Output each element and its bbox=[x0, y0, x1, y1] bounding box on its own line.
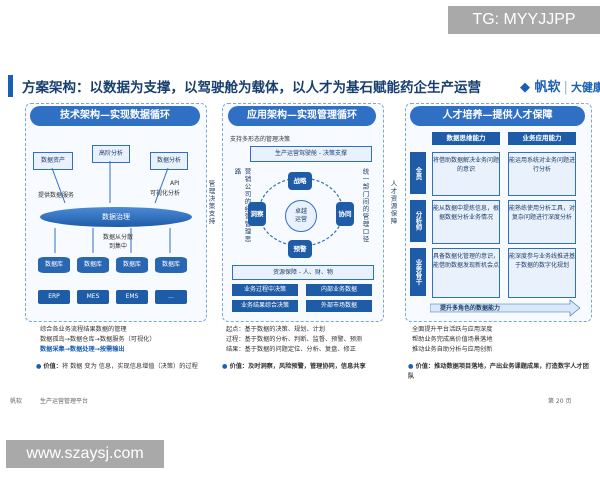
footer-page: 第 20 页 bbox=[548, 398, 572, 405]
source-erp: ERP bbox=[38, 290, 70, 304]
source-ems: EMS bbox=[116, 290, 148, 304]
layer-label: 数据从分散 到集中 bbox=[102, 234, 133, 250]
app-top-note: 支持多形态的管理决策 bbox=[230, 136, 291, 143]
talent-notes: 全面提升平台活跃与应用深度 帮助业务完成高价值场景落地 推动业务自助分析与应用创… bbox=[412, 325, 592, 355]
app-notes: 起点：基于数据的决策、规划、计划 过程：基于数据的分析、判断、监督、预警、预测 … bbox=[226, 325, 396, 355]
talent-note: 推动业务自助分析与应用创新 bbox=[412, 346, 493, 353]
talent-panel-head: 人才培养—提供人才保障 bbox=[410, 106, 585, 126]
node-insight: 洞察 bbox=[248, 202, 266, 226]
value-text: 推动数据项目落地，产出业务课题成果，打造数字人才团队 bbox=[408, 363, 589, 380]
node-excellence: 卓越 运营 bbox=[285, 200, 317, 232]
row-label-all-staff: 全员 bbox=[410, 152, 426, 194]
cell-all-thinking: 将借助数据解决业务问题的意识 bbox=[432, 152, 500, 196]
advanced-analysis-box: 高阶分析 bbox=[92, 145, 130, 163]
footer: 帆软 生产运营管理平台 第 20 页 bbox=[0, 396, 600, 410]
value-text: 将 数据 变为 信息，实现信息增值（决策）的过程 bbox=[61, 363, 198, 370]
app-note: 过程：基于数据的分析、判断、监督、预警、预测 bbox=[226, 336, 363, 343]
value-text: 及时洞察，风险预警，管理协同，信息共享 bbox=[248, 363, 366, 370]
footer-program: 生产运营管理平台 bbox=[40, 398, 89, 405]
internal-data: 内部业务数据 bbox=[306, 284, 372, 296]
node-strategy: 战略 bbox=[288, 172, 312, 190]
provide-data-label: 提供数据服务 bbox=[38, 192, 75, 199]
tech-panel-head: 技术架构—实现数据循环 bbox=[30, 106, 200, 126]
arrow-line bbox=[154, 167, 169, 204]
capability-arrow-label: 提升多角色的数据能力 bbox=[440, 305, 501, 312]
tech-note: 综合各业务流程结果数据的管理 bbox=[40, 326, 127, 333]
tech-note: 数据采集→数据处理→按需输出 bbox=[40, 346, 125, 353]
hub-label: 数据治理 bbox=[102, 213, 130, 221]
logo-brand: 帆软 bbox=[534, 80, 561, 95]
col-head-application: 业务应用能力 bbox=[508, 132, 576, 145]
brand-logo: ◆ 帆软|大健康 bbox=[520, 76, 600, 95]
arrow-line bbox=[51, 167, 66, 204]
page-title: 方案架构：以数据为支撑，以驾驶舱为载体，以人才为基石赋能药企生产运营 bbox=[22, 80, 481, 96]
api-label: API bbox=[170, 180, 180, 187]
excellence-label: 卓越 运营 bbox=[294, 208, 307, 223]
capability-arrow bbox=[430, 299, 580, 317]
viz-label: 可视化分析 bbox=[150, 190, 181, 197]
cell-backbone-thinking: 具备数据化管理的意识，能借助数据发现新机会点 bbox=[432, 248, 500, 298]
data-analysis-box: 数据分析 bbox=[150, 152, 188, 170]
app-right-vertical: 统一部门间的管理口径 bbox=[361, 168, 369, 243]
database-1: 数据库 bbox=[38, 257, 70, 273]
col-head-thinking: 数据思维能力 bbox=[432, 132, 500, 145]
cell-analyst-application: 能熟练使用分析工具，对复杂问题进行深度分析 bbox=[508, 200, 576, 244]
tech-notes: 综合各业务流程结果数据的管理 数据孤岛→数据仓库→数据服务（可视化） 数据采集→… bbox=[40, 325, 210, 355]
title-accent bbox=[8, 75, 13, 97]
talent-value: 价值：推动数据项目落地，产出业务课题成果，打造数字人才团队 bbox=[408, 362, 593, 382]
logo-partner: 大健康 bbox=[570, 81, 600, 94]
talent-note: 帮助业务完成高价值场景落地 bbox=[412, 336, 493, 343]
external-data: 外部市场数据 bbox=[306, 300, 372, 312]
footer-brand: 帆软 bbox=[10, 398, 23, 405]
node-collaboration: 协同 bbox=[336, 202, 354, 226]
app-left-vertical: 营销公司的经营管理思路 bbox=[233, 168, 251, 243]
app-panel-head: 应用架构—实现管理循环 bbox=[228, 106, 376, 126]
tech-arrows bbox=[51, 161, 171, 253]
data-governance-hub: 数据治理 bbox=[40, 207, 192, 227]
logo-divider: | bbox=[563, 80, 568, 95]
decision-in-process: 业务过程中决策 bbox=[232, 284, 298, 296]
app-note: 起点：基于数据的决策、规划、计划 bbox=[226, 326, 325, 333]
cell-analyst-thinking: 能从数据中提炼信息，根据数据分析业务情况 bbox=[432, 200, 500, 244]
logo-icon: ◆ bbox=[520, 80, 530, 95]
row-label-analyst: 分析师 bbox=[410, 200, 426, 242]
watermark-url: www.szaysj.com bbox=[6, 440, 164, 468]
value-prefix: 价值： bbox=[415, 363, 435, 370]
app-value: 价值：及时洞察，风险预警，管理协同，信息共享 bbox=[222, 362, 392, 372]
talent-side-label: 人才资源保障 bbox=[389, 180, 397, 225]
resource-bar: 资源保障 - 人、财、物 bbox=[232, 265, 374, 280]
value-prefix: 价值： bbox=[229, 363, 249, 370]
watermark-telegram: TG: MYYJJPP bbox=[448, 6, 600, 34]
cell-backbone-application: 能深度参与业务线推进基于数据的数字化规划 bbox=[508, 248, 576, 298]
node-warning: 预警 bbox=[288, 240, 312, 258]
row-label-backbone: 业务骨干 bbox=[410, 248, 426, 296]
value-prefix: 价值： bbox=[43, 363, 62, 370]
cell-all-application: 能运用系统对业务问题进行分析 bbox=[508, 152, 576, 196]
database-4: 数据库 bbox=[155, 257, 187, 273]
result-decision: 业务结果综合决策 bbox=[232, 300, 298, 312]
arrow-shape bbox=[430, 299, 580, 317]
database-2: 数据库 bbox=[77, 257, 109, 273]
app-note: 结果：基于数据的问题定位、分析、复盘、修正 bbox=[226, 346, 356, 353]
source-more: ... bbox=[155, 290, 187, 304]
tech-note: 数据孤岛→数据仓库→数据服务（可视化） bbox=[40, 336, 156, 343]
app-side-label: 管理决策支持 bbox=[207, 180, 215, 225]
database-3: 数据库 bbox=[116, 257, 148, 273]
source-mes: MES bbox=[77, 290, 109, 304]
talent-note: 全面提升平台活跃与应用深度 bbox=[412, 326, 493, 333]
cockpit-box: 生产运营驾驶舱 - 决策支撑 bbox=[250, 146, 372, 162]
tech-value: 价值：将 数据 变为 信息，实现信息增值（决策）的过程 bbox=[36, 362, 206, 372]
